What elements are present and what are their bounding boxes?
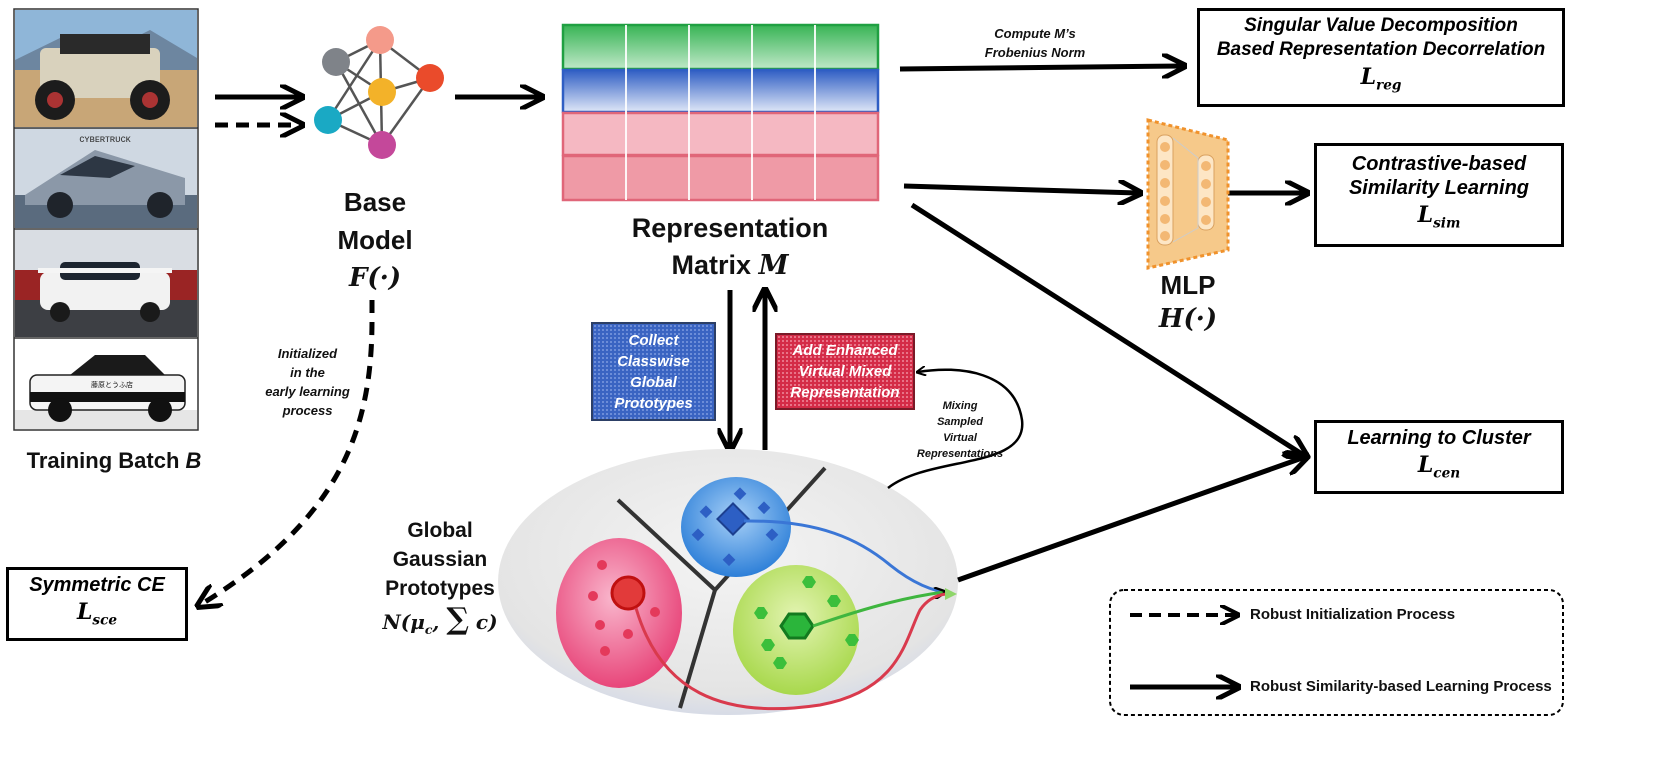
ae86-photo: 藤原とうふ店 [15, 339, 197, 429]
frobenius-note: Compute M’s Frobenius Norm [984, 26, 1086, 60]
svg-text:ᴄʏʙᴇʀᴛʀᴜᴄᴋ: ᴄʏʙᴇʀᴛʀᴜᴄᴋ [79, 134, 131, 145]
representation-matrix [561, 23, 880, 202]
mlp-label: MLP H(·) [1158, 270, 1218, 334]
gaussian-prototypes-ellipse [498, 449, 958, 715]
batch-to-model-arrows [215, 97, 300, 125]
legend-solid-label: Robust Similarity-based Learning Process [1250, 678, 1552, 695]
cluster-loss-box: Learning to Cluster Lcen [1314, 420, 1564, 494]
jeep-photo [15, 10, 197, 127]
contrastive-loss-box: Contrastive-based Similarity Learning Ls… [1314, 143, 1564, 247]
training-batch-label: Training Batch B [26, 448, 202, 473]
cybertruck-photo: ᴄʏʙᴇʀᴛʀᴜᴄᴋ [15, 128, 197, 228]
svd-loss-box: Singular Value Decomposition Based Repre… [1197, 8, 1565, 107]
svg-text:藤原とうふ店: 藤原とうふ店 [91, 380, 133, 389]
legend-dashed-label: Robust Initialization Process [1250, 606, 1456, 623]
matrix-to-cluster-arrow [910, 202, 1305, 456]
prototypes-to-cluster-arrow [957, 457, 1305, 583]
gaussian-prototypes-label: Global Gaussian Prototypes N(μc, ∑ c) [382, 519, 498, 637]
neural-network-icon [314, 26, 444, 159]
representation-matrix-label: Representation Matrix M [631, 213, 829, 281]
init-note: Initialized in the early learning proces… [265, 346, 350, 418]
mixing-note: Mixing Sampled Virtual Representations [916, 400, 1004, 460]
mixing-loop-arrow [887, 370, 1024, 489]
matrix-to-mlp-arrow [903, 186, 1138, 193]
sce-loss-box: Symmetric CE Lsce [6, 567, 188, 641]
base-model-label: Base Model F(·) [337, 187, 413, 293]
collect-prototypes-note: Collect Classwise Global Prototypes [591, 322, 716, 421]
matrix-to-svd-arrow [899, 66, 1182, 69]
mlp-trapezoid-icon [1146, 118, 1230, 270]
white-car-photo [15, 230, 197, 337]
init-dashed-arrow [200, 300, 375, 605]
add-virtual-note: Add Enhanced Virtual Mixed Representatio… [775, 333, 915, 410]
